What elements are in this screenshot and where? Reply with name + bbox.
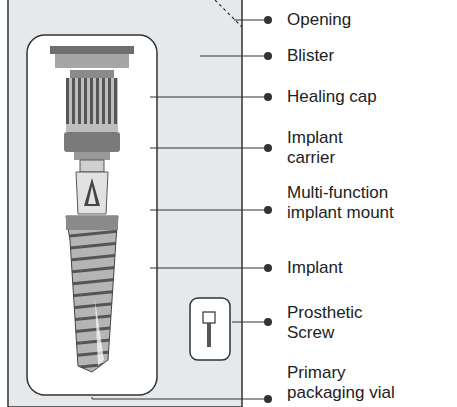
implant-carrier (64, 70, 120, 160)
healing-cap (50, 46, 134, 68)
implant (66, 216, 118, 372)
part-label: Implant (287, 258, 343, 278)
leader-lines (92, 20, 268, 399)
screw-compartment (190, 298, 230, 360)
part-label: Prosthetic Screw (287, 303, 387, 343)
leader-dots (264, 16, 272, 403)
opening-corner (215, 0, 242, 27)
part-label: Healing cap (287, 87, 377, 107)
primary-vial (27, 35, 157, 395)
part-label: Multi-function implant mount (287, 183, 437, 223)
implant-mount (76, 160, 108, 214)
part-label: Blister (287, 46, 334, 66)
blister (8, 0, 242, 407)
part-label: Opening (287, 10, 351, 30)
part-label: Primary packaging vial (287, 363, 422, 403)
prosthetic-screw (203, 312, 215, 347)
part-label: Implant carrier (287, 128, 367, 168)
